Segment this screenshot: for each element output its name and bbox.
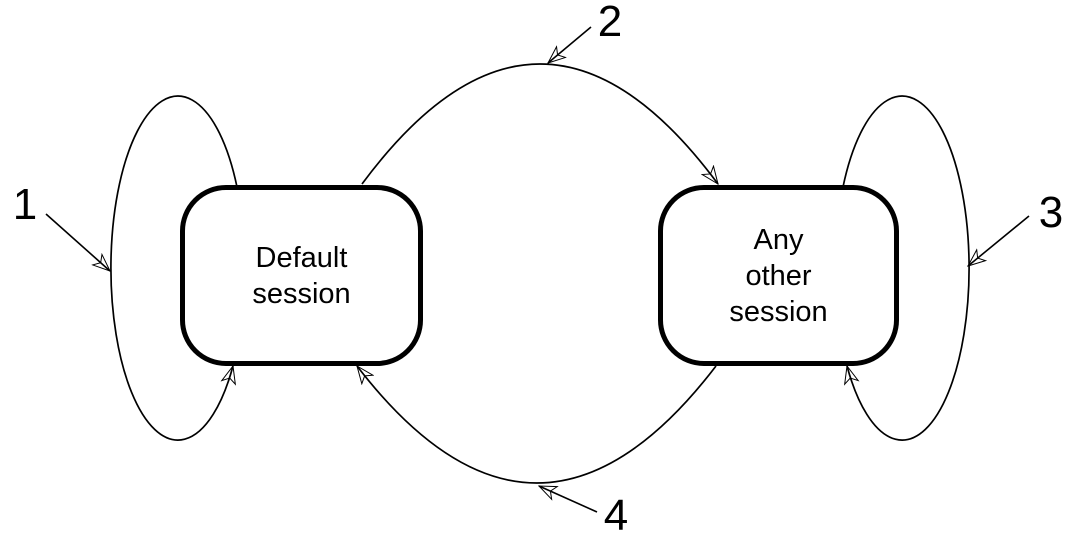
callout-label-3: 3 (1038, 188, 1064, 237)
transition-4-arc (357, 366, 717, 484)
state-label-line: Default (255, 241, 348, 274)
state-label-line: other (745, 259, 812, 292)
callout-label-2: 2 (597, 0, 623, 46)
callout-1-leader (45, 213, 110, 271)
callout-2-leader (548, 26, 592, 63)
callout-3-leader (968, 215, 1030, 266)
state-label-default-session: Default session (252, 240, 350, 312)
callout-label-1: 1 (12, 180, 38, 229)
self-loop-default-arc (110, 95, 238, 441)
transition-2-arc (361, 63, 718, 184)
callout-label-4: 4 (603, 491, 629, 540)
state-label-line: session (252, 277, 351, 310)
state-label-any-other-session: Any other session (729, 222, 827, 330)
state-label-line: session (729, 295, 828, 328)
callout-4-leader (539, 485, 598, 513)
state-label-line: Any (753, 223, 804, 256)
state-box-any-other-session: Any other session (658, 185, 899, 366)
state-box-default-session: Default session (180, 185, 423, 366)
